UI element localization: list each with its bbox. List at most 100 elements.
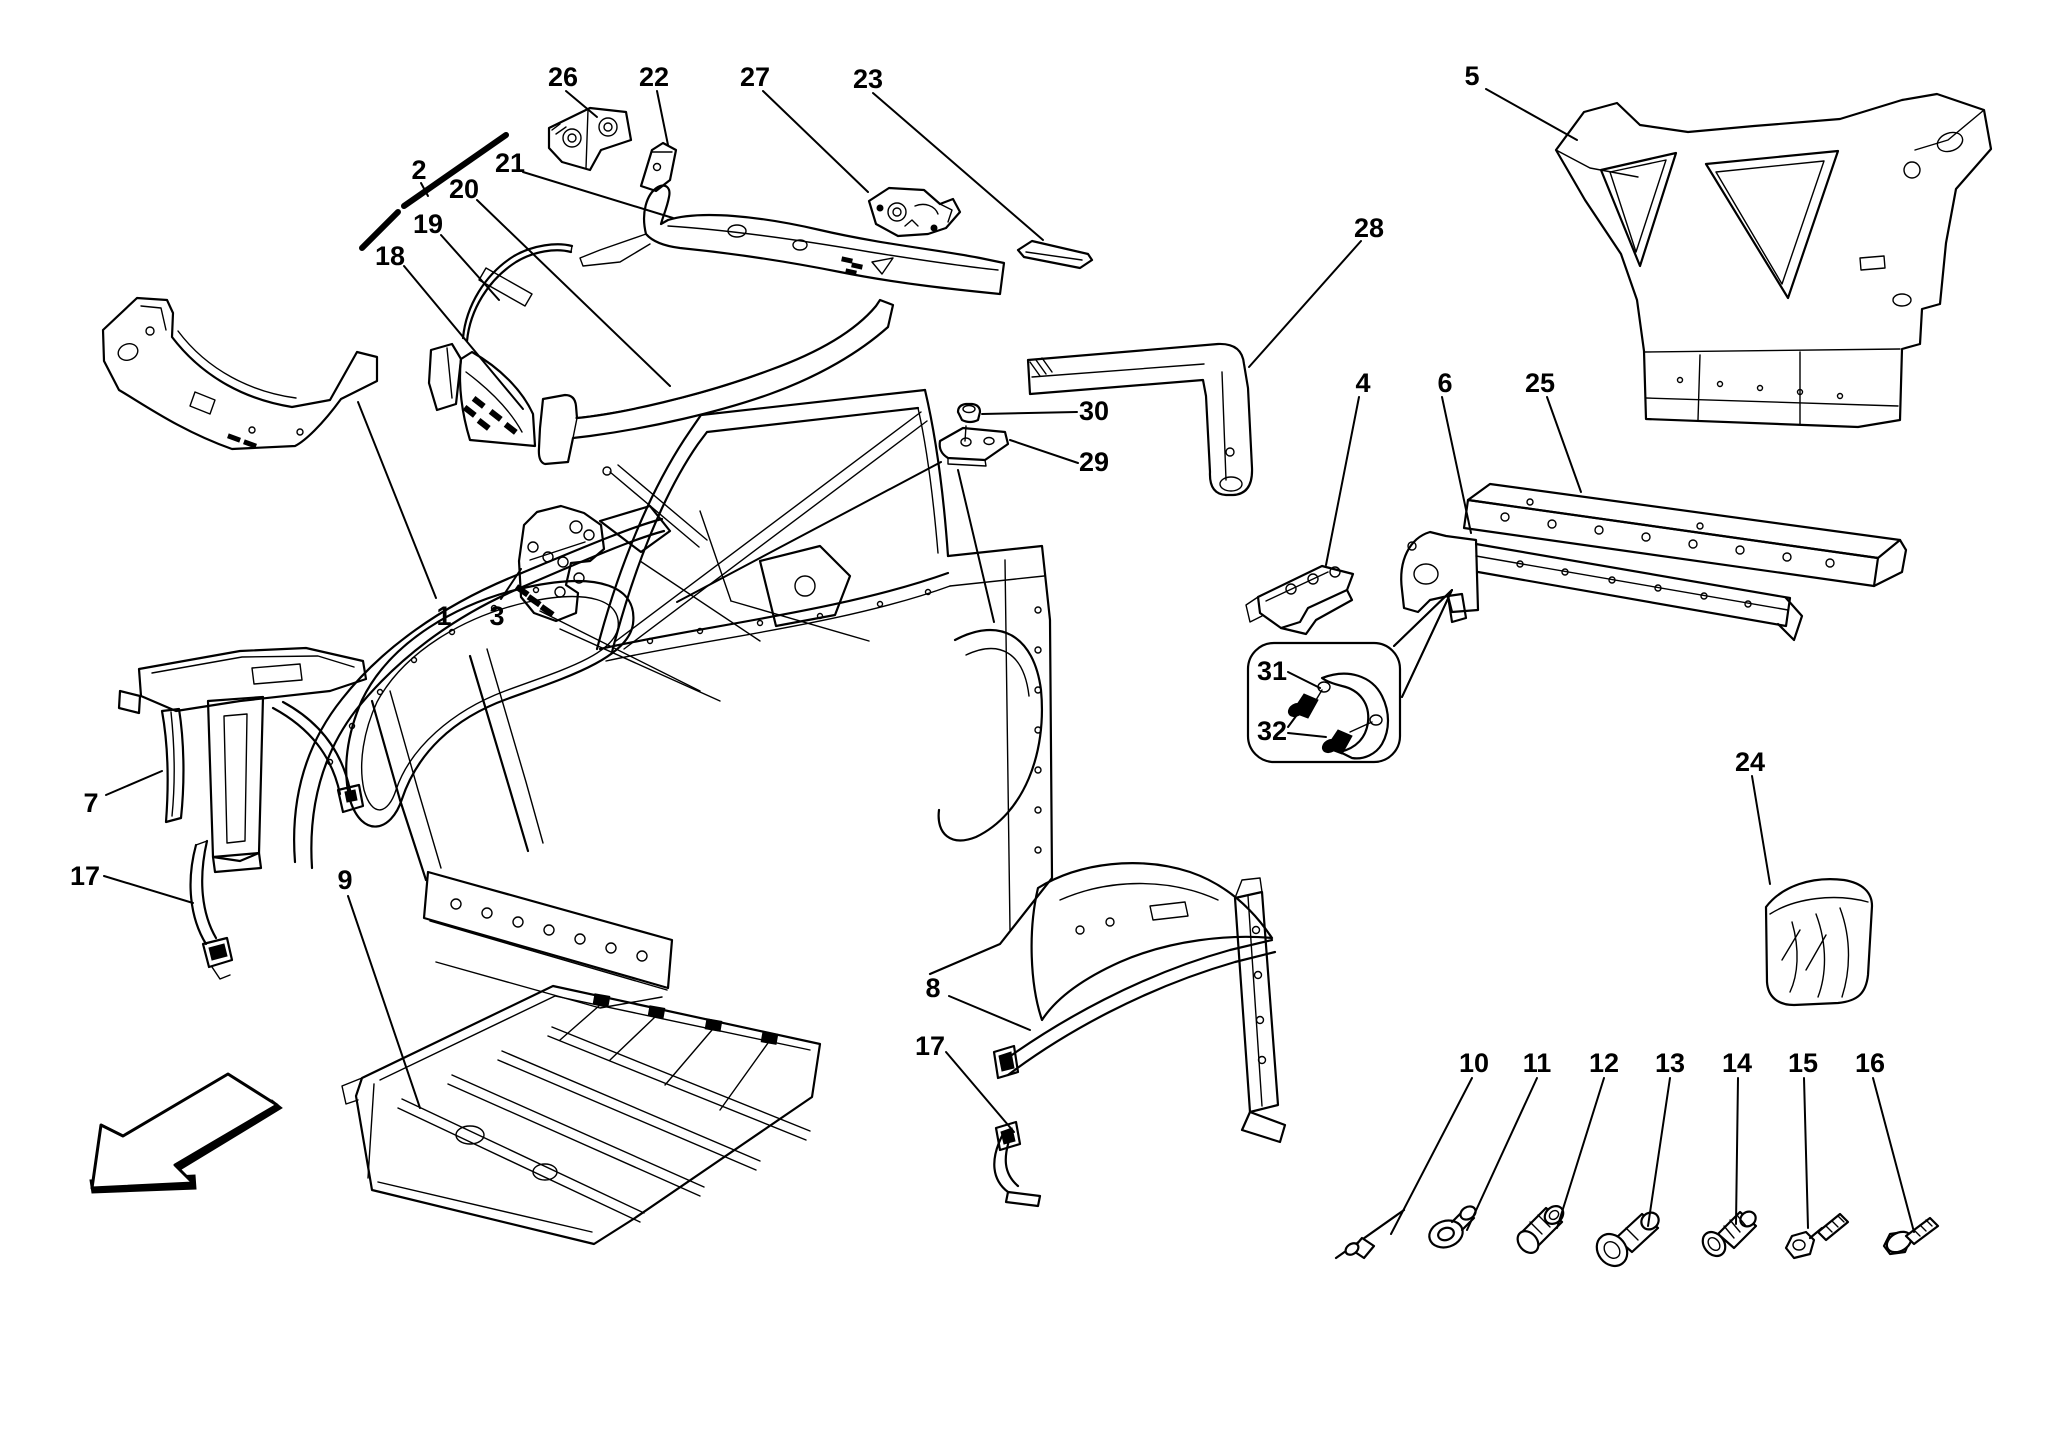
part-chassis-front-structure [293, 388, 1054, 1009]
fastener-13-rivet-nut-flanged [1595, 1211, 1660, 1268]
callout-label-30: 30 [1079, 396, 1109, 426]
leader-line-16 [1872, 1077, 1915, 1233]
fastener-12-rivet-nut [1516, 1205, 1565, 1254]
callout-label-22: 22 [639, 62, 669, 92]
callout-label-24: 24 [1735, 747, 1765, 777]
part-17-strap-left [189, 839, 234, 980]
callout-label-5: 5 [1464, 61, 1479, 91]
part-29-mounting-plate [938, 425, 1010, 467]
leader-line-5 [1485, 88, 1578, 141]
callout-label-1: 1 [436, 601, 451, 631]
leader-line-29 [1009, 439, 1079, 464]
callout-label-17b: 17 [915, 1031, 945, 1061]
callout-label-26: 26 [548, 62, 578, 92]
direction-arrow-icon [89, 1072, 283, 1194]
callout-label-27: 27 [740, 62, 770, 92]
callout-label-19: 19 [413, 209, 443, 239]
fastener-10-blind-rivet [1334, 1208, 1406, 1260]
part-5-bulkhead-panel [1554, 92, 1993, 429]
callout-label-21: 21 [495, 148, 525, 178]
callout-label-23: 23 [853, 64, 883, 94]
callout-label-16: 16 [1855, 1048, 1885, 1078]
callout-label-4: 4 [1355, 368, 1370, 398]
part-28-frame-hoop [1026, 342, 1254, 497]
part-31-32-stud-bracket [1287, 672, 1390, 760]
callout-label-31: 31 [1257, 656, 1287, 686]
part-19-pillar-arc-strip [461, 243, 574, 343]
part-6-lower-rail [1400, 530, 1804, 642]
leader-line-11 [1466, 1077, 1538, 1231]
leader-line-31 [1287, 671, 1321, 689]
construction-line [1393, 589, 1453, 647]
leader-line-17 [945, 1051, 1015, 1133]
leader-line-30 [981, 411, 1078, 415]
construction-line [1401, 589, 1453, 698]
callout-label-17: 17 [70, 861, 100, 891]
leader-line-1 [357, 401, 437, 599]
detail-bubble [1246, 589, 1453, 764]
leader-line-28 [1248, 240, 1362, 368]
part-23-trim-strip [1016, 239, 1094, 270]
part-9-floor-pan [341, 984, 822, 1246]
part-20-long-side-rail [537, 298, 895, 466]
callout-label-8: 8 [925, 973, 940, 1003]
callout-label-13: 13 [1655, 1048, 1685, 1078]
part-26-hinge-bracket [547, 106, 633, 172]
callout-label-14: 14 [1722, 1048, 1752, 1078]
callout-label-10: 10 [1459, 1048, 1489, 1078]
callout-label-2: 2 [411, 155, 426, 185]
part-30-nut [956, 402, 982, 424]
callout-label-28: 28 [1354, 213, 1384, 243]
callout-label-15: 15 [1788, 1048, 1818, 1078]
leader-lines [103, 88, 1915, 1235]
leader-line-14 [1735, 1077, 1739, 1225]
leader-line-32 [1287, 732, 1327, 738]
callout-label-11: 11 [1523, 1048, 1552, 1078]
part-24-deadener-patch [1764, 878, 1874, 1007]
leader-line-22 [656, 90, 669, 146]
part-27-hood-latch [867, 186, 962, 238]
part-22-small-bracket [639, 141, 678, 193]
fastener-15-stud-bolt [1784, 1212, 1850, 1260]
callout-label-3: 3 [489, 601, 504, 631]
fastener-11-rivet-nut-low [1428, 1205, 1477, 1249]
leader-line-19 [440, 234, 500, 301]
callout-label-12: 12 [1589, 1048, 1619, 1078]
leader-line-4 [1325, 396, 1360, 566]
construction-line [957, 469, 995, 623]
part-2-seal-strip [359, 132, 509, 251]
leader-line-2 [420, 182, 429, 197]
leader-line-13 [1647, 1077, 1671, 1227]
leader-line-10 [1390, 1077, 1473, 1235]
leader-line-23 [872, 92, 1044, 241]
leader-line-21 [522, 171, 674, 219]
callout-label-32: 32 [1257, 716, 1287, 746]
leader-line-17 [103, 875, 194, 904]
leader-line-3 [500, 568, 522, 600]
leader-line-32 [1287, 707, 1303, 728]
leader-line-25 [1546, 396, 1582, 493]
leader-line-15 [1803, 1077, 1809, 1229]
part-1-wheelhouse-panel [101, 296, 379, 451]
fastener-16-flange-bolt [1882, 1216, 1940, 1256]
leader-line-20 [476, 199, 671, 387]
callout-label-18: 18 [375, 241, 405, 271]
leader-line-8 [948, 995, 1031, 1031]
construction-lines [676, 461, 1453, 698]
fastener-14-knurled-insert [1701, 1210, 1758, 1258]
part-7-support-frame [117, 646, 368, 874]
leader-line-24 [1751, 775, 1771, 885]
leader-line-9 [347, 895, 421, 1109]
callout-label-6: 6 [1437, 368, 1452, 398]
leader-line-12 [1556, 1077, 1605, 1229]
leader-line-6 [1441, 396, 1472, 534]
leader-line-18 [403, 265, 524, 410]
callout-label-20: 20 [449, 174, 479, 204]
part-17-strap-right [993, 1120, 1042, 1208]
callout-label-7: 7 [83, 788, 98, 818]
part-8-wheelhouse-outer [992, 862, 1287, 1144]
leader-line-7 [105, 770, 163, 796]
callout-label-9: 9 [337, 865, 352, 895]
part-25-box-beam [1462, 482, 1908, 588]
leader-line-27 [762, 90, 869, 193]
